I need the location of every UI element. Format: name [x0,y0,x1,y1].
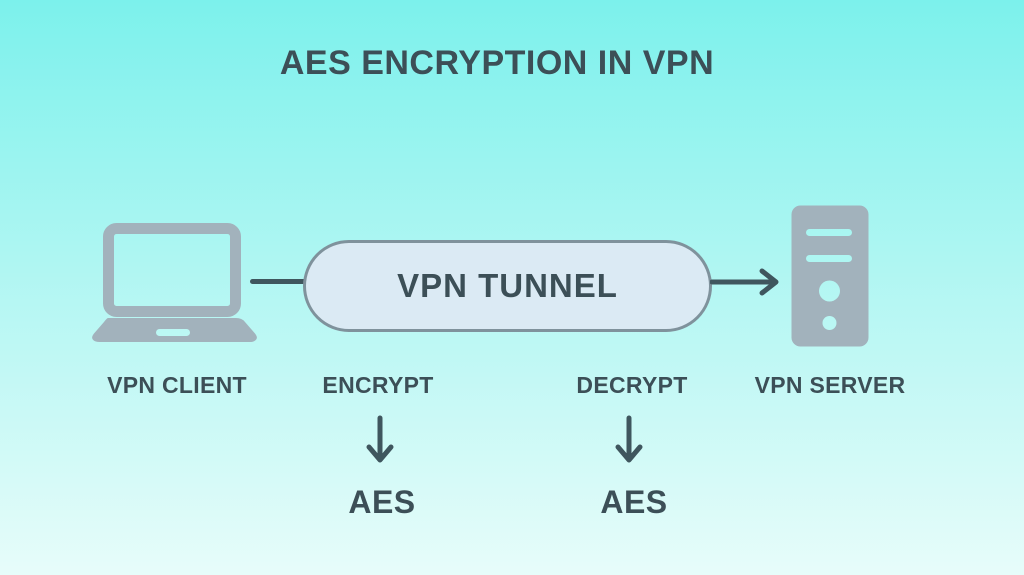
decrypt-label: DECRYPT [576,372,688,398]
tunnel-server-arrow-icon [710,268,779,296]
vpn-server-label: VPN SERVER [754,372,906,398]
vpn-tunnel-node: VPN TUNNEL [303,240,712,332]
vpn-tunnel-label: VPN TUNNEL [397,267,618,304]
encrypt-label: ENCRYPT [322,372,434,398]
laptop-icon [92,223,257,342]
server-body [791,205,869,347]
laptop-base [92,318,257,342]
laptop-screen [103,223,241,317]
decrypt-aes-label: AES [600,484,668,520]
server-icon [791,205,869,347]
client-tunnel-line [250,279,307,284]
vpn-client-label: VPN CLIENT [107,372,247,398]
diagram-title: AES ENCRYPTION IN VPN [279,44,715,82]
encrypt-aes-label: AES [348,484,416,520]
decrypt-down-arrow-icon [615,415,643,463]
encrypt-down-arrow-icon [366,415,394,463]
